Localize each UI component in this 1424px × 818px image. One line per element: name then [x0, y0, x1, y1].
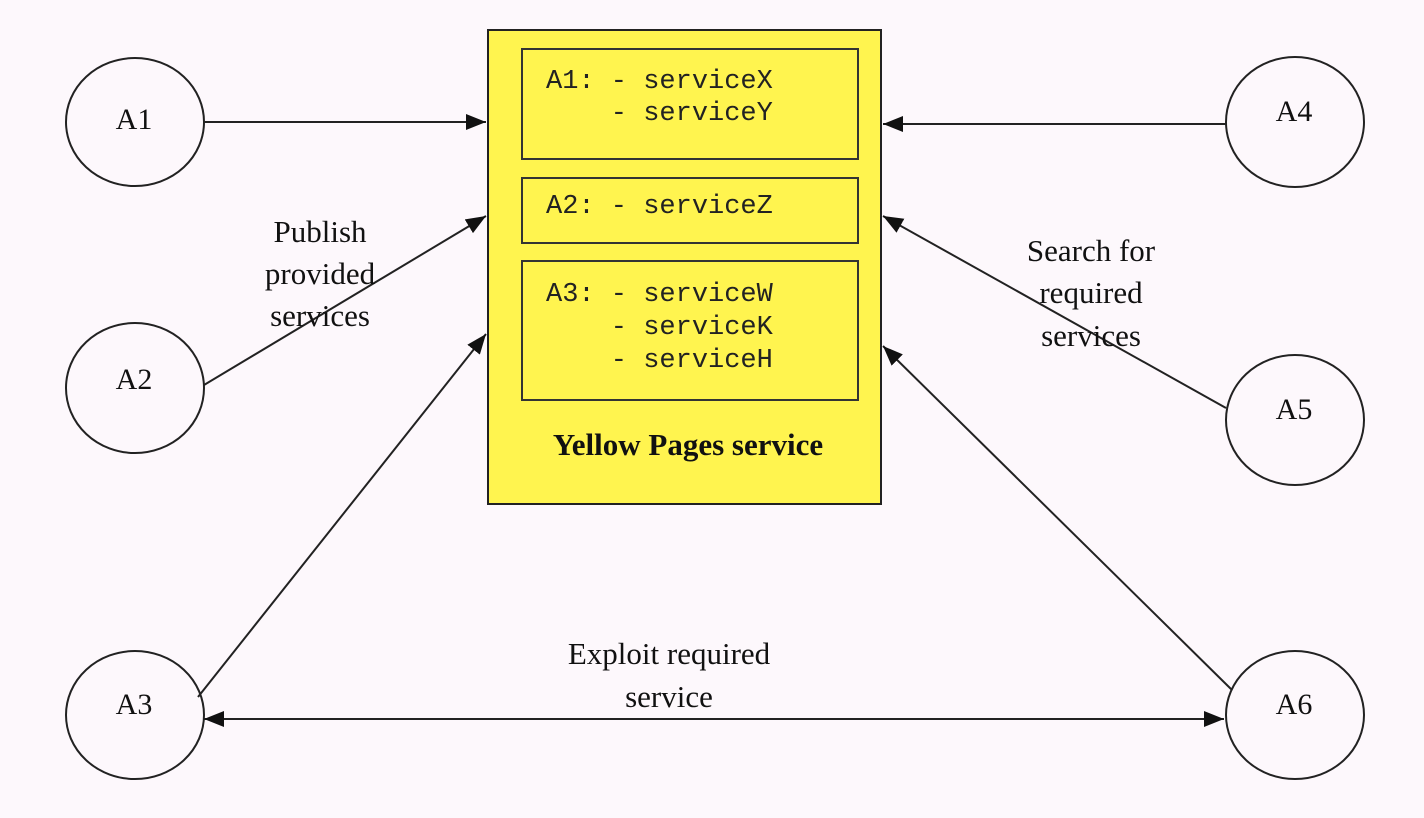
- yellow-pages-box: [487, 29, 882, 505]
- agent-a5-label: A5: [1276, 393, 1313, 426]
- label-publish-line2: provided: [265, 256, 376, 291]
- label-search-line2: required: [1039, 275, 1143, 310]
- label-search: Search for required services: [1027, 233, 1156, 353]
- agent-a4: A4: [1225, 56, 1365, 188]
- agent-a3-label: A3: [116, 688, 153, 721]
- edge-a6-to-yp: [882, 345, 1233, 691]
- yellow-pages-service: A1: - serviceX - serviceY A2: - serviceZ…: [487, 29, 882, 505]
- agent-a1: A1: [65, 57, 205, 187]
- yp-entry-a1: A1: - serviceX - serviceY: [521, 48, 859, 160]
- edge-a3-to-yp: [197, 333, 487, 698]
- agent-a6-circle: [1225, 650, 1365, 780]
- label-publish-line1: Publish: [273, 214, 367, 249]
- yp-entry-a3-line2: - serviceK: [546, 313, 774, 343]
- agent-a3-circle: [65, 650, 205, 780]
- label-search-line3: services: [1041, 318, 1141, 353]
- label-publish-line3: services: [270, 298, 370, 333]
- agent-a1-circle: [65, 57, 205, 187]
- agent-a4-circle: [1225, 56, 1365, 188]
- label-exploit: Exploit required service: [568, 636, 771, 714]
- yp-entry-a3-line1: A3: - serviceW: [546, 280, 774, 310]
- yp-entry-a3-box: [521, 260, 859, 401]
- edge-a2-to-yp: [203, 215, 487, 386]
- agent-a2-label: A2: [116, 363, 153, 396]
- agent-a6: A6: [1225, 650, 1365, 780]
- agent-a6-label: A6: [1276, 688, 1313, 721]
- yp-entry-a3: A3: - serviceW - serviceK - serviceH: [521, 260, 859, 401]
- label-search-line1: Search for: [1027, 233, 1156, 268]
- yp-entry-a2-line1: A2: - serviceZ: [546, 192, 773, 222]
- yp-entry-a3-line3: - serviceH: [546, 346, 773, 376]
- label-exploit-line1: Exploit required: [568, 636, 771, 671]
- label-publish: Publish provided services: [265, 214, 376, 333]
- edge-a5-to-yp: [882, 215, 1227, 409]
- yp-entry-a2-box: [521, 177, 859, 244]
- agent-a1-label: A1: [116, 103, 153, 136]
- agent-a2-circle: [65, 322, 205, 454]
- agent-a3: A3: [65, 650, 205, 780]
- agent-a5-circle: [1225, 354, 1365, 486]
- label-exploit-line2: service: [625, 679, 713, 714]
- yp-entry-a1-line2: - serviceY: [546, 99, 773, 129]
- yp-entry-a1-line1: A1: - serviceX: [546, 67, 773, 97]
- agent-a4-label: A4: [1276, 95, 1313, 128]
- yellow-pages-title: Yellow Pages service: [553, 427, 823, 462]
- agent-a2: A2: [65, 322, 205, 454]
- yp-entry-a1-box: [521, 48, 859, 160]
- yp-entry-a2: A2: - serviceZ: [521, 177, 859, 244]
- agent-a5: A5: [1225, 354, 1365, 486]
